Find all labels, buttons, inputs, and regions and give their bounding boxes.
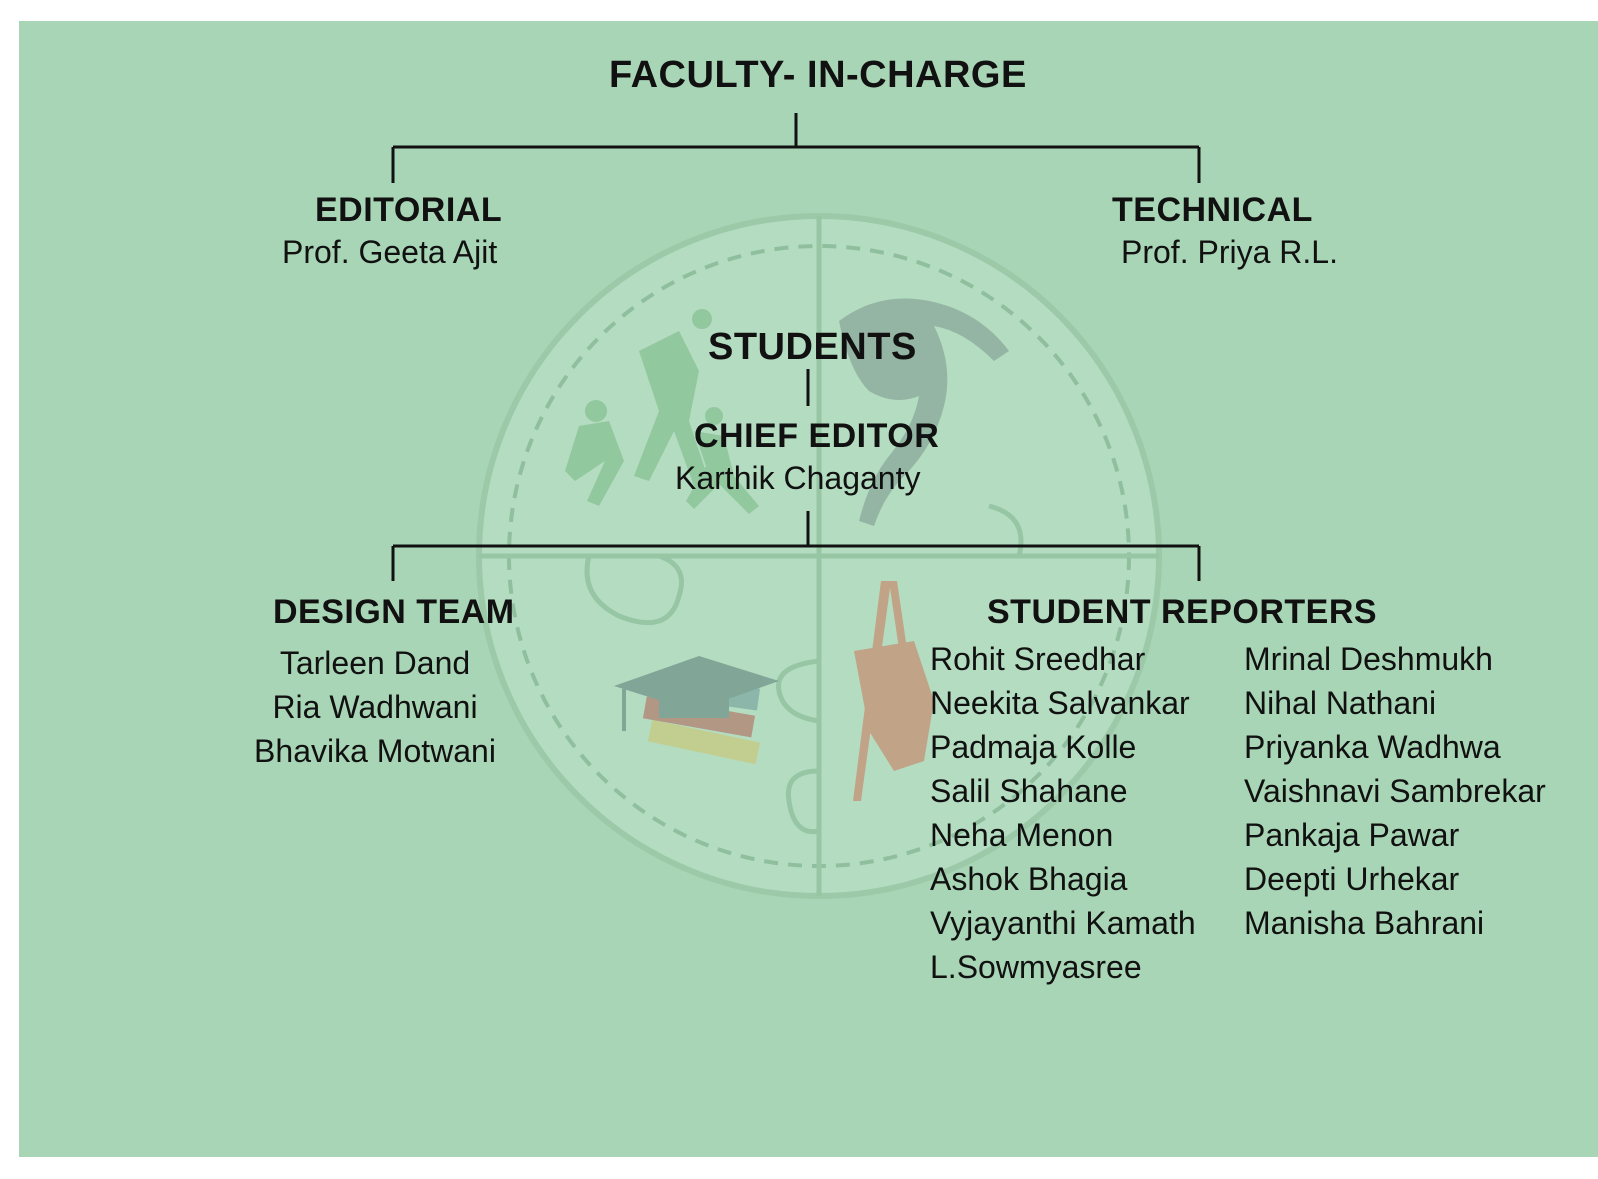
list-item: Salil Shahane (930, 773, 1128, 809)
design-team-list: Tarleen Dand Ria Wadhwani Bhavika Motwan… (235, 641, 515, 773)
editorial-title: EDITORIAL (315, 191, 503, 229)
list-item: Mrinal Deshmukh (1244, 641, 1493, 677)
list-item: Ashok Bhagia (930, 861, 1128, 897)
design-team-title: DESIGN TEAM (273, 593, 515, 631)
list-item: Pankaja Pawar (1244, 817, 1460, 853)
list-item: Bhavika Motwani (254, 733, 496, 769)
list-item: Nihal Nathani (1244, 685, 1437, 721)
list-item: Rohit Sreedhar (930, 641, 1146, 677)
list-item: Ria Wadhwani (272, 689, 478, 725)
faculty-in-charge-title: FACULTY- IN-CHARGE (609, 54, 1027, 96)
student-reporters-column-1: Rohit Sreedhar Neekita Salvankar Padmaja… (930, 637, 1196, 989)
list-item: Deepti Urhekar (1244, 861, 1460, 897)
connector-lines (391, 113, 1201, 581)
chief-editor-title: CHIEF EDITOR (694, 417, 940, 455)
student-reporters-title: STUDENT REPORTERS (987, 593, 1378, 631)
technical-title: TECHNICAL (1112, 191, 1313, 229)
puzzle-circle-icon (476, 213, 1162, 899)
dancer-icon (839, 298, 1009, 526)
list-item: Vyjayanthi Kamath (930, 905, 1196, 941)
list-item: Padmaja Kolle (930, 729, 1137, 765)
athletes-icon (565, 309, 759, 514)
graduation-books-icon (614, 656, 779, 765)
org-chart-panel: FACULTY- IN-CHARGE EDITORIAL Prof. Geeta… (19, 21, 1598, 1157)
painter-easel-icon (853, 581, 934, 801)
list-item: L.Sowmyasree (930, 949, 1142, 985)
list-item: Neekita Salvankar (930, 685, 1190, 721)
list-item: Tarleen Dand (279, 645, 471, 681)
list-item: Vaishnavi Sambrekar (1244, 773, 1546, 809)
chief-editor-name: Karthik Chaganty (675, 460, 921, 496)
list-item: Neha Menon (930, 817, 1114, 853)
students-title: STUDENTS (708, 326, 917, 368)
technical-name: Prof. Priya R.L. (1121, 234, 1338, 270)
student-reporters-column-2: Mrinal Deshmukh Nihal Nathani Priyanka W… (1244, 637, 1546, 945)
list-item: Manisha Bahrani (1244, 905, 1485, 941)
editorial-name: Prof. Geeta Ajit (282, 234, 498, 270)
list-item: Priyanka Wadhwa (1244, 729, 1501, 765)
